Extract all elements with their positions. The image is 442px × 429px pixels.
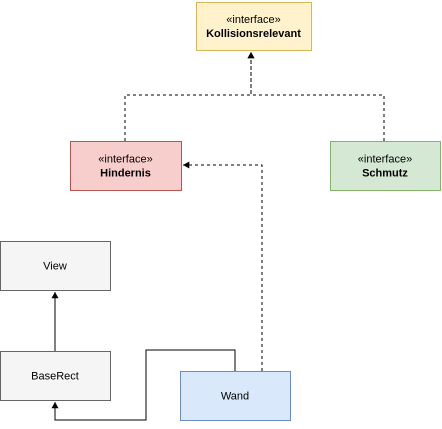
node-name-view: View: [43, 261, 67, 273]
node-baserect[interactable]: BaseRect: [0, 351, 111, 401]
edge-hindernis-to-kollisionsrelevant: [124, 52, 255, 141]
node-schmutz[interactable]: «interface» Schmutz: [330, 141, 441, 191]
node-kollisionsrelevant[interactable]: «interface» Kollisionsrelevant: [196, 2, 312, 51]
node-box-hindernis: [70, 141, 182, 191]
node-name-wand: Wand: [221, 391, 249, 403]
node-hindernis[interactable]: «interface» Hindernis: [70, 141, 182, 191]
edge-wand-to-baserect: [51, 349, 236, 421]
node-name-schmutz: Schmutz: [362, 168, 408, 180]
nodes: «interface»Kollisionsrelevant«interface»…: [0, 2, 441, 421]
node-box-kollisionsrelevant: [196, 2, 312, 51]
node-stereotype-kollisionsrelevant: «interface»: [226, 14, 280, 26]
node-stereotype-schmutz: «interface»: [358, 154, 412, 166]
node-view[interactable]: View: [0, 241, 111, 291]
node-wand[interactable]: Wand: [180, 371, 291, 421]
node-box-schmutz: [330, 141, 441, 191]
node-name-baserect: BaseRect: [31, 371, 79, 383]
node-name-hindernis: Hindernis: [100, 168, 151, 180]
node-name-kollisionsrelevant: Kollisionsrelevant: [206, 28, 301, 40]
node-box-baserect: [0, 351, 111, 401]
node-box-wand: [180, 371, 291, 421]
node-box-view: [0, 241, 111, 291]
edge-schmutz-to-kollisionsrelevant: [247, 52, 385, 141]
node-stereotype-hindernis: «interface»: [98, 154, 152, 166]
edge-wand-to-hindernis: [183, 161, 263, 371]
edges: [51, 52, 385, 421]
